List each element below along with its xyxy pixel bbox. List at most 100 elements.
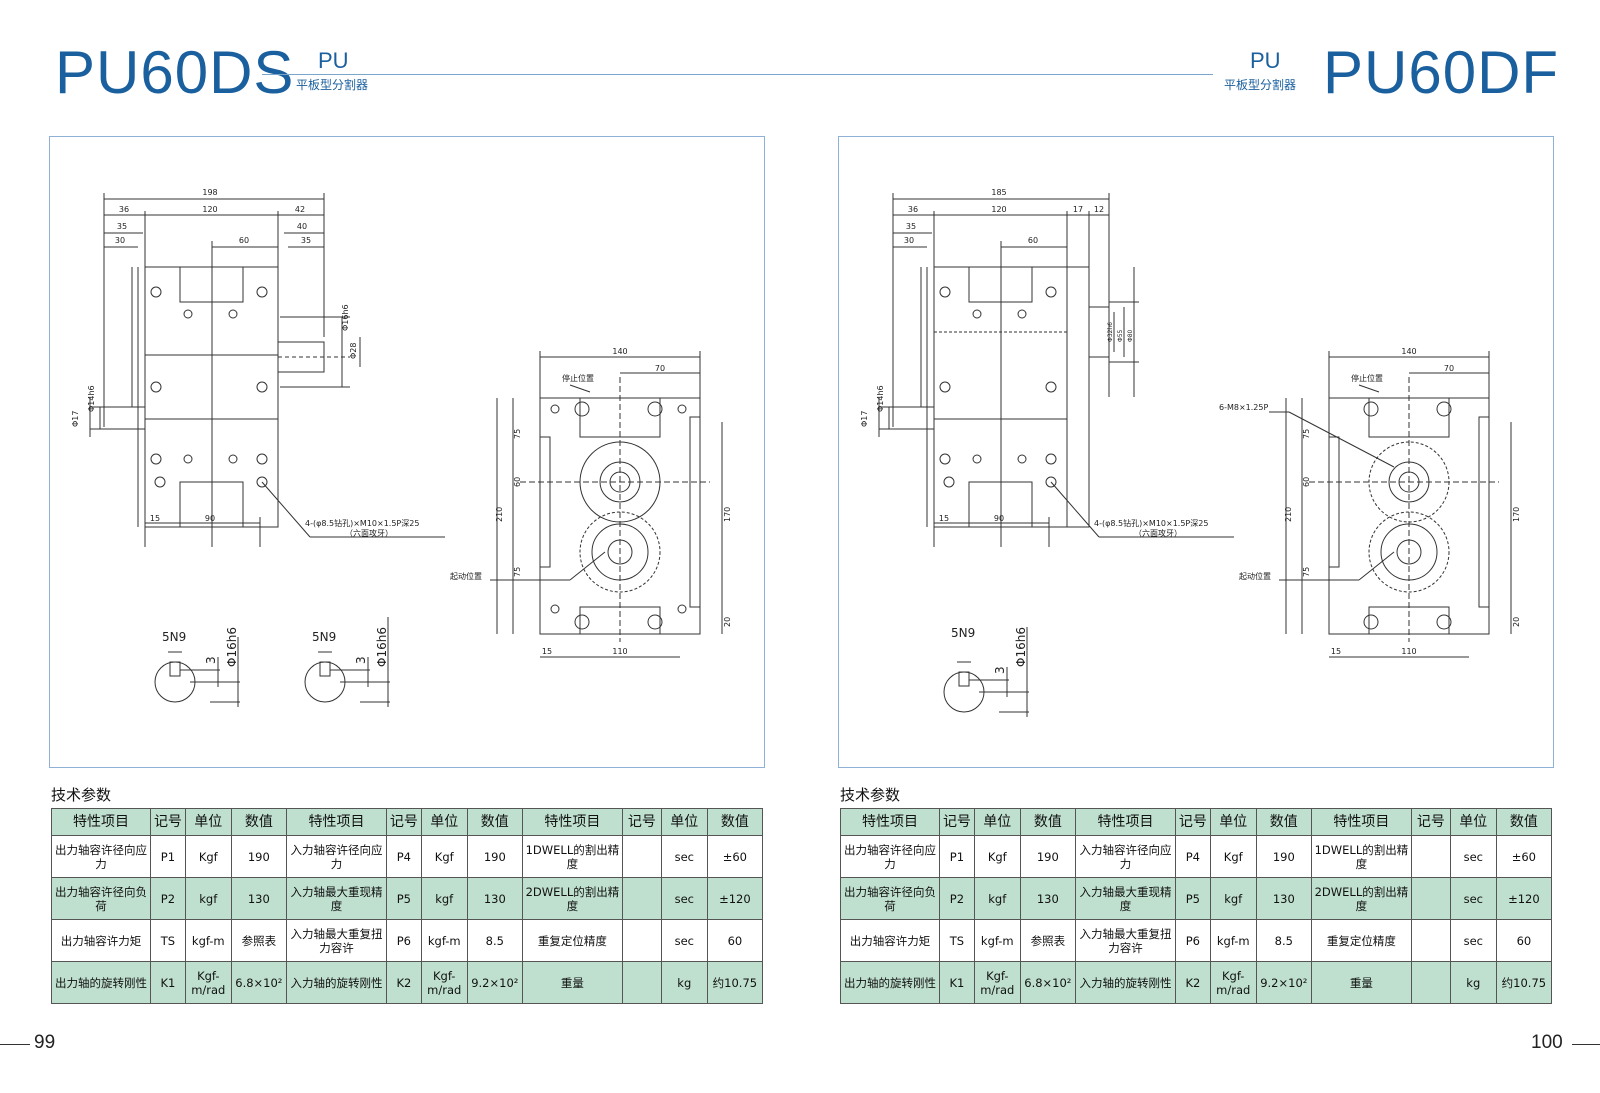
table-cell: P4 — [386, 835, 422, 878]
table-header-cell: 记号 — [939, 808, 975, 836]
note-line1: 4-(φ8.5钻孔)×M10×1.5P深25 — [305, 518, 419, 528]
table-cell: 入力轴最大重现精度 — [1074, 877, 1177, 920]
r-dim-30: 30 — [904, 236, 914, 245]
table-cell: 9.2×10² — [466, 961, 523, 1004]
r-dim-210: 210 — [1284, 507, 1293, 522]
table-cell: K2 — [1175, 961, 1211, 1004]
r-dim-120: 120 — [991, 205, 1006, 214]
table-cell: K2 — [386, 961, 422, 1004]
table-header-cell: 数值 — [1495, 808, 1553, 836]
dim-30: 30 — [115, 236, 125, 245]
table-cell: TS — [939, 919, 975, 962]
r-dim-170: 170 — [1512, 507, 1521, 522]
dim-75b: 75 — [513, 567, 522, 577]
table-cell: 重复定位精度 — [521, 919, 623, 962]
table-cell: Kgf-m/rad — [420, 961, 468, 1004]
dim-110: 110 — [612, 647, 627, 656]
table-cell: 出力轴的旋转刚性 — [50, 961, 152, 1004]
table-cell: 参照表 — [1019, 919, 1076, 962]
r-key1-dia: Φ16h6 — [1014, 627, 1028, 667]
table-cell: ±120 — [1495, 877, 1553, 920]
left-series-label: PU — [318, 48, 349, 73]
r-thread-label: 6-M8×1.25P — [1219, 403, 1268, 412]
table-cell: 重量 — [1310, 961, 1412, 1004]
r-dim-60: 60 — [1028, 236, 1038, 245]
table-header-cell: 单位 — [420, 808, 468, 836]
table-cell: 入力轴的旋转刚性 — [285, 961, 388, 1004]
table-cell: 出力轴容许径向应力 — [839, 835, 941, 878]
key2-width: 5N9 — [312, 630, 336, 644]
r-note-line2: （六面攻牙） — [1134, 528, 1182, 538]
table-cell — [1410, 919, 1451, 962]
table-cell: 出力轴容许径向负荷 — [50, 877, 152, 920]
table-cell: 出力轴容许径向负荷 — [839, 877, 941, 920]
table-header-cell: 记号 — [386, 808, 422, 836]
header-rule — [262, 74, 1213, 75]
table-cell: 重复定位精度 — [1310, 919, 1412, 962]
table-cell: 190 — [1255, 835, 1312, 878]
table-cell: ±120 — [706, 877, 764, 920]
table-cell: 190 — [230, 835, 287, 878]
dim-210: 210 — [495, 507, 504, 522]
table-cell: 130 — [1019, 877, 1076, 920]
table-cell: 60 — [1495, 919, 1553, 962]
table-header-cell: 特性项目 — [839, 808, 941, 836]
table-cell: Kgf — [1209, 835, 1257, 878]
stop-position-label: 停止位置 — [562, 373, 594, 383]
table-cell: Kgf — [973, 835, 1021, 878]
table-cell: 9.2×10² — [1255, 961, 1312, 1004]
table-cell: 60 — [706, 919, 764, 962]
r-dim-80: Φ80 — [1127, 329, 1134, 342]
table-cell: P1 — [150, 835, 186, 878]
key2-dia: Φ16h6 — [375, 627, 389, 667]
r-dim-185: 185 — [991, 188, 1006, 197]
dim-60: 60 — [239, 236, 249, 245]
r-dim-20: 20 — [1512, 617, 1521, 627]
table-cell: 重量 — [521, 961, 623, 1004]
table-cell: K1 — [939, 961, 975, 1004]
r-start-position-label: 起动位置 — [1239, 571, 1271, 581]
table-header-cell: 单位 — [1209, 808, 1257, 836]
r-dim-75a: 75 — [1302, 429, 1311, 439]
r-dim-15: 15 — [939, 514, 949, 523]
table-header-cell: 记号 — [150, 808, 186, 836]
table-cell: sec — [1449, 835, 1497, 878]
r-stop-position-label: 停止位置 — [1351, 373, 1383, 383]
table-cell: kgf-m — [184, 919, 232, 962]
dim-42: 42 — [295, 205, 305, 214]
table-cell: kgf — [973, 877, 1021, 920]
table-cell: sec — [1449, 919, 1497, 962]
table-cell: sec — [660, 835, 708, 878]
r-dim-60b: 60 — [1302, 477, 1311, 487]
table-cell: Kgf-m/rad — [184, 961, 232, 1004]
r-dim-14h6: Φ14h6 — [876, 385, 885, 412]
table-cell: sec — [1449, 877, 1497, 920]
table-cell: 入力轴最大重复扭力容许 — [1074, 919, 1177, 962]
dim-70: 70 — [655, 364, 665, 373]
table-cell — [621, 835, 662, 878]
dim-40: 40 — [297, 222, 307, 231]
r-dim-110: 110 — [1401, 647, 1416, 656]
table-header-cell: 数值 — [706, 808, 764, 836]
table-cell: kgf-m — [1209, 919, 1257, 962]
table-cell: 6.8×10² — [230, 961, 287, 1004]
table-cell: 190 — [1019, 835, 1076, 878]
table-cell — [1410, 877, 1451, 920]
right-subtitle: 平板型分割器 — [1224, 78, 1297, 92]
table-cell: P1 — [939, 835, 975, 878]
left-drawing-frame: 198 36 120 42 35 40 30 60 35 15 90 Φ16h6… — [49, 136, 765, 768]
table-cell: 约10.75 — [706, 961, 764, 1004]
table-cell: Kgf-m/rad — [973, 961, 1021, 1004]
table-cell: K1 — [150, 961, 186, 1004]
r-dim-17: 17 — [1073, 205, 1083, 214]
dim-35b: 35 — [301, 236, 311, 245]
table-header-cell: 单位 — [973, 808, 1021, 836]
table-cell: 参照表 — [230, 919, 287, 962]
table-cell: P5 — [386, 877, 422, 920]
table-cell — [1410, 961, 1451, 1004]
